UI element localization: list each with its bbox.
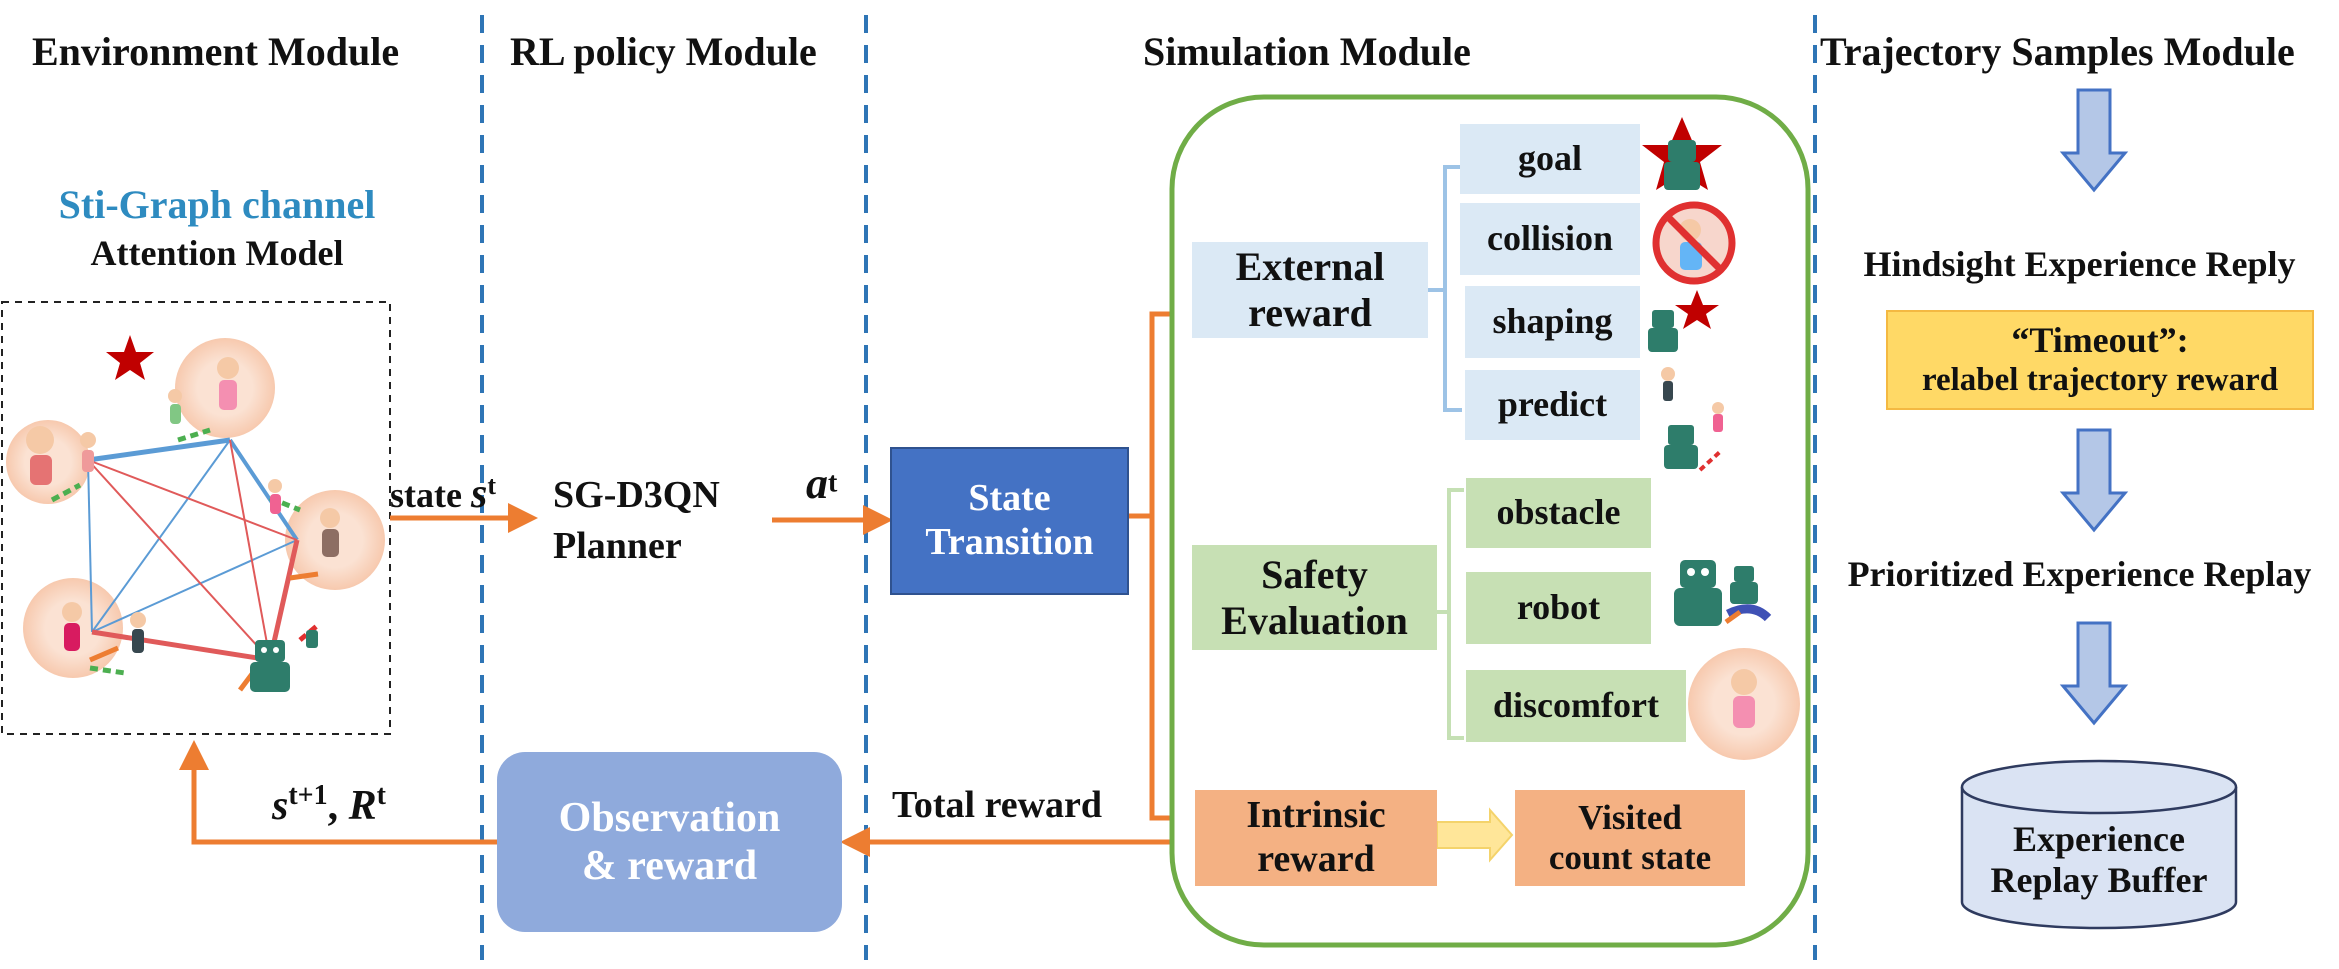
state-transition-line-2: Transition bbox=[925, 521, 1094, 563]
reward-item-collision: collision bbox=[1460, 203, 1640, 275]
robot-pair-icon bbox=[1674, 560, 1772, 626]
safety-evaluation-box: Safety Evaluation bbox=[1192, 545, 1437, 650]
safety-item-obstacle: obstacle bbox=[1466, 478, 1651, 548]
state-label: state st bbox=[390, 470, 496, 518]
timeout-description: relabel trajectory reward bbox=[1921, 361, 2279, 398]
down-arrow-icon bbox=[2059, 621, 2129, 726]
visited-line-1: Visited bbox=[1578, 797, 1682, 837]
discomfort-icon bbox=[1688, 648, 1800, 760]
planner-line-2: Planner bbox=[553, 525, 682, 568]
action-superscript: t bbox=[828, 467, 838, 499]
module-dividers bbox=[480, 15, 1817, 960]
goal-robot-icon bbox=[1642, 117, 1722, 190]
pedestrian-icon bbox=[268, 479, 340, 557]
attention-model-title: Attention Model bbox=[90, 233, 344, 273]
buffer-line-1: Experience bbox=[2013, 818, 2185, 859]
action-symbol: a bbox=[806, 459, 828, 508]
feedback-arrow bbox=[179, 740, 497, 845]
action-label: at bbox=[806, 458, 837, 509]
pedestrian-icon bbox=[168, 357, 239, 424]
external-reward-line-1: External bbox=[1235, 244, 1385, 289]
state-transition-box: State Transition bbox=[890, 447, 1129, 595]
prioritized-experience-label: Prioritized Experience Replay bbox=[1847, 554, 2312, 594]
total-reward-label: Total reward bbox=[892, 784, 1103, 826]
pedestrian-icon bbox=[62, 602, 146, 653]
reward-item-goal: goal bbox=[1460, 124, 1640, 194]
state-superscript: t bbox=[487, 471, 496, 500]
external-reward-box: External reward bbox=[1192, 242, 1428, 338]
safety-line-2: Evaluation bbox=[1221, 597, 1408, 643]
reward-item-predict: predict bbox=[1465, 370, 1640, 440]
timeout-title: “Timeout”: bbox=[2011, 320, 2189, 361]
safety-line-1: Safety bbox=[1261, 551, 1368, 597]
visited-line-2: count state bbox=[1548, 838, 1712, 877]
next-state-superscript: t+1 bbox=[288, 780, 328, 811]
replay-buffer-cylinder bbox=[1960, 759, 2238, 930]
planner-label: SG-D3QN Planner bbox=[553, 470, 720, 573]
planner-line-1: SG-D3QN bbox=[553, 474, 720, 516]
intrinsic-reward-box: Intrinsic reward bbox=[1195, 790, 1437, 886]
collision-prohibited-icon bbox=[1652, 201, 1736, 285]
velocity-arrows bbox=[50, 427, 320, 692]
next-state-reward-label: st+1, Rt bbox=[272, 780, 386, 829]
reward-bracket bbox=[1128, 311, 1172, 821]
safety-bracket bbox=[1435, 488, 1464, 740]
channel-title: Sti-Graph channel bbox=[58, 182, 376, 227]
buffer-line-2: Replay Buffer bbox=[1990, 860, 2208, 900]
goal-star-icon bbox=[106, 335, 154, 380]
pedestrian-icon bbox=[26, 426, 96, 485]
replay-buffer-label: Experience Replay Buffer bbox=[1962, 805, 2236, 915]
visited-count-state-box: Visited count state bbox=[1515, 790, 1745, 886]
safety-item-discomfort: discomfort bbox=[1466, 670, 1686, 742]
intrinsic-line-1: Intrinsic bbox=[1246, 794, 1386, 837]
intrinsic-arrow bbox=[1436, 807, 1514, 863]
observation-line-2: & reward bbox=[581, 843, 758, 889]
observation-reward-box: Observation & reward bbox=[497, 752, 842, 932]
state-transition-line-1: State bbox=[968, 477, 1051, 520]
flow-arrows bbox=[179, 503, 1170, 857]
intrinsic-line-2: reward bbox=[1257, 838, 1375, 880]
state-word: state bbox=[390, 475, 462, 515]
state-symbol: s bbox=[470, 471, 488, 517]
timeout-box: “Timeout”: relabel trajectory reward bbox=[1886, 310, 2314, 410]
next-state-symbol: s bbox=[272, 783, 289, 829]
reward-item-shaping: shaping bbox=[1465, 286, 1640, 358]
observation-line-1: Observation bbox=[558, 794, 781, 841]
down-arrow-icon bbox=[2059, 428, 2129, 533]
down-arrow-icon bbox=[2059, 88, 2129, 193]
reward-symbol: R bbox=[348, 783, 377, 829]
robot-icon bbox=[250, 630, 318, 692]
simulation-module-header: Simulation Module bbox=[1143, 29, 1471, 74]
external-bracket bbox=[1428, 165, 1462, 412]
shaping-robot-icon bbox=[1648, 290, 1719, 352]
attention-graph bbox=[87, 437, 300, 663]
external-reward-line-2: reward bbox=[1248, 290, 1372, 335]
safety-item-robot: robot bbox=[1466, 572, 1651, 644]
trajectory-module-header: Trajectory Samples Module bbox=[1820, 29, 2295, 74]
reward-superscript: t bbox=[376, 780, 386, 811]
trajectory-arrows bbox=[2059, 88, 2129, 726]
environment-scene bbox=[6, 335, 385, 692]
environment-module-header: Environment Module bbox=[32, 29, 400, 74]
simulation-container bbox=[1169, 94, 1811, 948]
predict-icon bbox=[1661, 367, 1724, 472]
rl-policy-module-header: RL policy Module bbox=[510, 29, 817, 74]
hindsight-experience-label: Hindsight Experience Reply bbox=[1863, 244, 2296, 284]
